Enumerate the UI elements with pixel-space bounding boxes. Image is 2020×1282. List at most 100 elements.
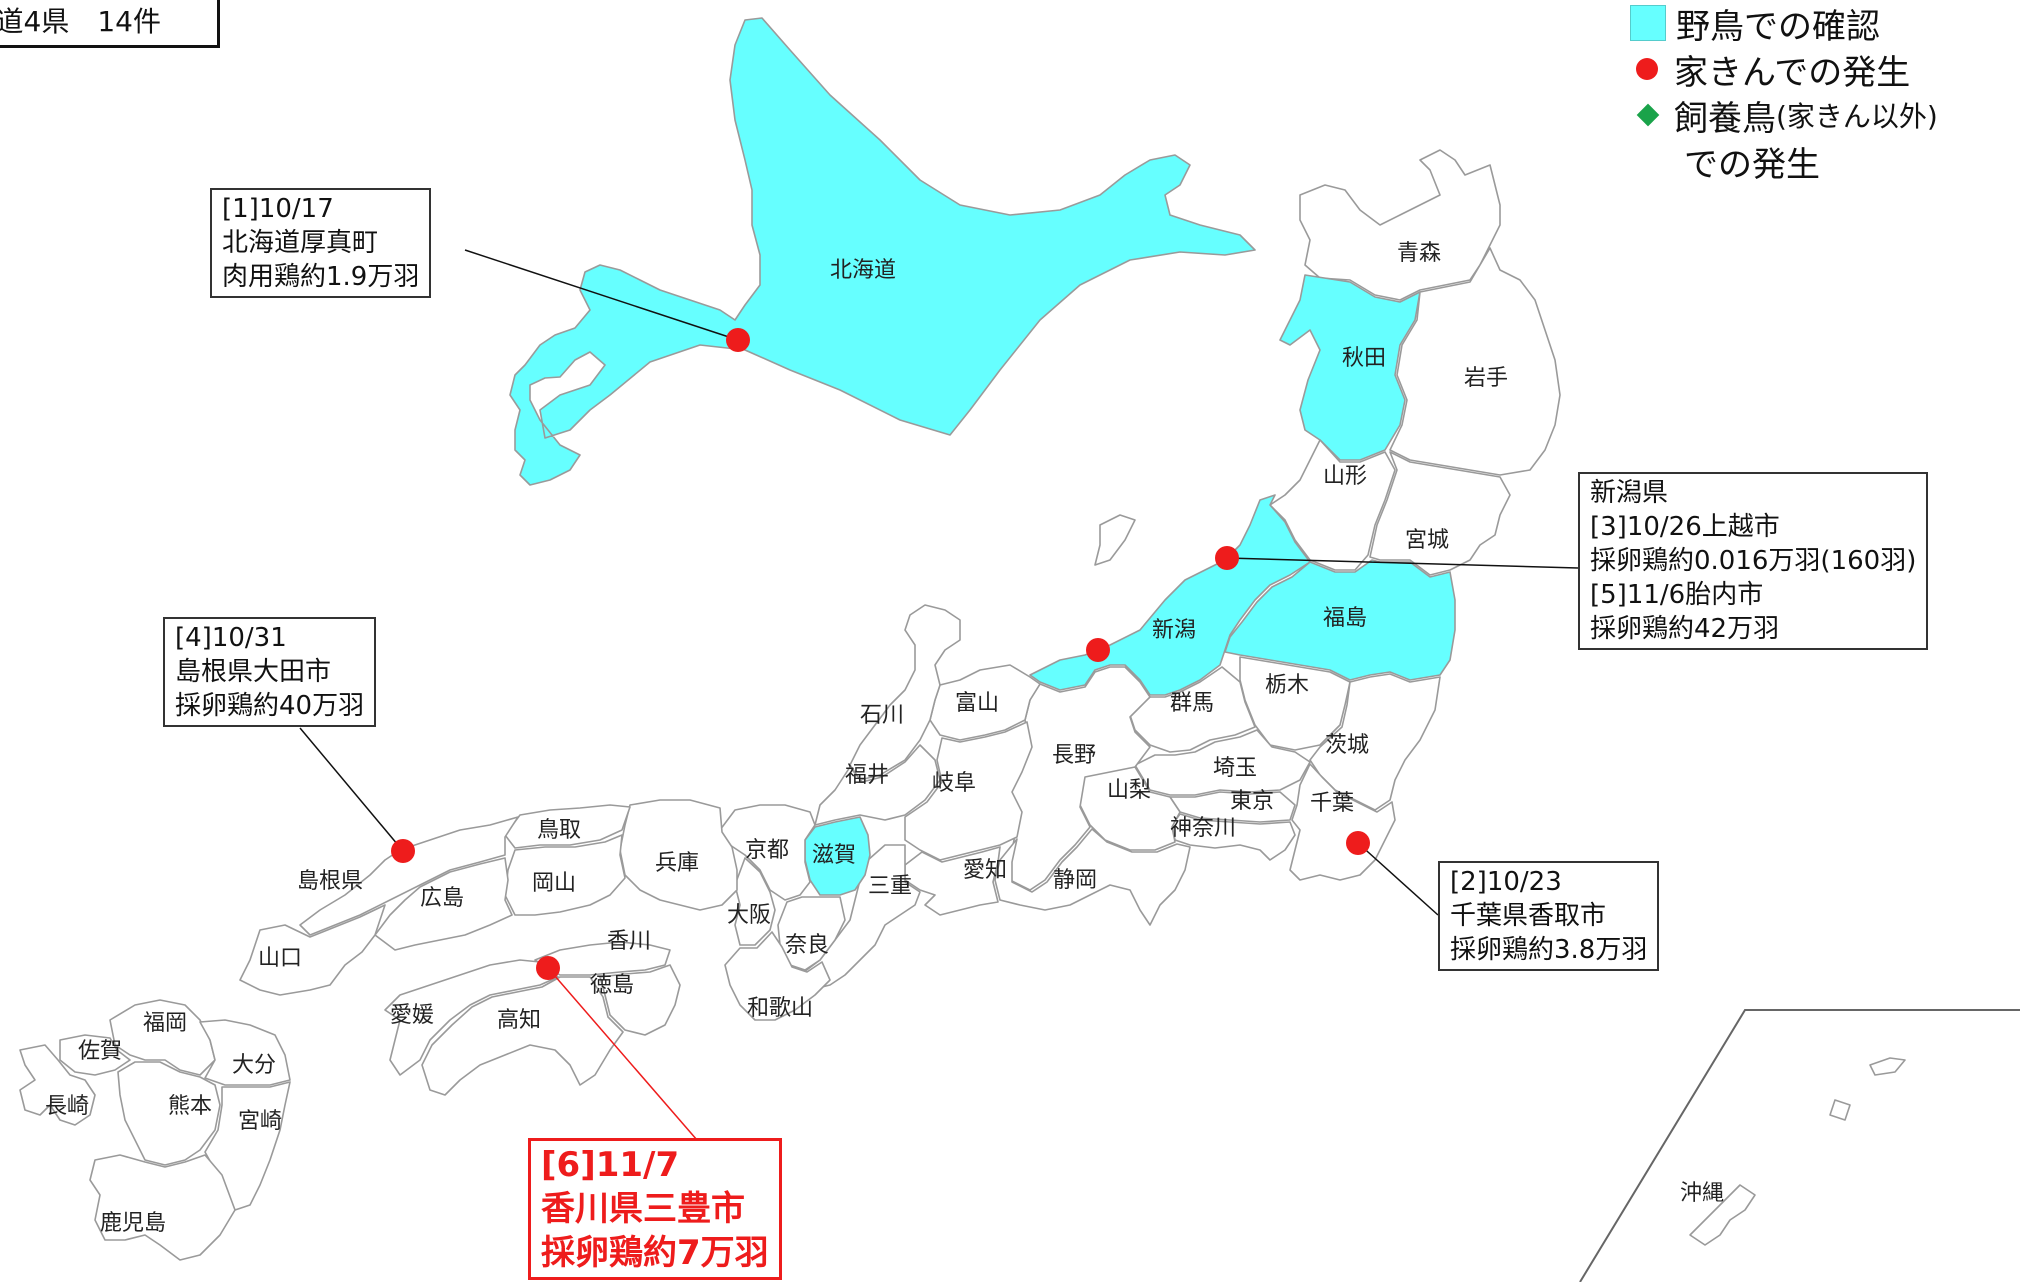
- pref-kagoshima[interactable]: [89, 1154, 236, 1261]
- pref-miyagi[interactable]: [1369, 451, 1511, 576]
- island-okinawa-south: [1829, 1099, 1851, 1121]
- label-akita: 秋田: [1342, 346, 1386, 371]
- leader-hokkaido: [464, 249, 739, 341]
- pref-chiba[interactable]: [1289, 763, 1396, 881]
- pref-fukui[interactable]: [814, 744, 941, 826]
- pref-osaka[interactable]: [734, 857, 776, 946]
- pref-okayama[interactable]: [504, 834, 626, 916]
- island-okinawa-north: [1869, 1057, 1906, 1076]
- pref-yamanashi[interactable]: [1079, 766, 1181, 851]
- outbreak-dot-hokkaido[interactable]: [726, 328, 750, 352]
- label-saga: 佐賀: [78, 1039, 122, 1064]
- pref-aomori[interactable]: [1299, 149, 1501, 301]
- outbreak-dot-chiba[interactable]: [1346, 831, 1370, 855]
- pref-kumamoto[interactable]: [117, 1061, 221, 1166]
- label-miyagi: 宮城: [1405, 528, 1449, 553]
- label-hyogo: 兵庫: [655, 851, 699, 876]
- label-wakayama: 和歌山: [747, 996, 813, 1021]
- pref-yamaguchi[interactable]: [239, 904, 386, 996]
- outbreak-dot-niigata-joetsu[interactable]: [1086, 638, 1110, 662]
- pref-kyoto[interactable]: [719, 804, 816, 901]
- label-aichi: 愛知: [963, 858, 1007, 883]
- callout-niigata: 新潟県 [3]10/26上越市 採卵鶏約0.016万羽(160羽) [5]11/…: [1578, 472, 1929, 650]
- pref-tokyo[interactable]: [1169, 791, 1296, 823]
- label-tottori: 鳥取: [537, 818, 581, 843]
- leader-niigata: [1226, 557, 1579, 569]
- red-dot-icon: [1636, 58, 1658, 80]
- legend-other-birds: 飼養鳥(家きん以外): [1630, 92, 1938, 139]
- summary-box: 道4県 14件: [0, 0, 220, 48]
- label-toyama: 富山: [955, 691, 999, 716]
- leader-kagawa: [547, 967, 698, 1141]
- legend-wild-bird: 野鳥での確認: [1630, 0, 1938, 47]
- label-kumamoto: 熊本: [168, 1094, 212, 1119]
- okinawa-inset-frame: [1579, 1009, 2020, 1282]
- label-ibaraki: 茨城: [1325, 733, 1369, 758]
- summary-text: 道4県 14件: [0, 5, 161, 38]
- pref-akita[interactable]: [1279, 274, 1421, 461]
- pref-iwate[interactable]: [1389, 247, 1561, 476]
- island-sado: [1094, 514, 1136, 566]
- legend-poultry: 家きんでの発生: [1630, 46, 1938, 93]
- label-aomori: 青森: [1397, 241, 1441, 266]
- leader-chiba: [1357, 842, 1439, 916]
- pref-aichi[interactable]: [904, 846, 1001, 916]
- label-yamagata: 山形: [1323, 464, 1367, 489]
- pref-nagasaki[interactable]: [19, 1044, 96, 1126]
- pref-shizuoka[interactable]: [994, 828, 1191, 926]
- label-kanagawa: 神奈川: [1170, 816, 1236, 841]
- pref-ehime[interactable]: [384, 959, 559, 1076]
- pref-okinawa[interactable]: [1689, 1184, 1756, 1246]
- label-tokushima: 徳島: [590, 973, 634, 998]
- label-nagasaki: 長崎: [45, 1094, 89, 1119]
- label-iwate: 岩手: [1464, 366, 1508, 391]
- pref-ibaraki[interactable]: [1309, 673, 1441, 811]
- pref-fukuoka[interactable]: [109, 999, 216, 1076]
- pref-mie[interactable]: [799, 844, 921, 991]
- label-shiga: 滋賀: [812, 843, 856, 868]
- label-yamaguchi: 山口: [258, 946, 302, 971]
- pref-yamagata[interactable]: [1269, 439, 1396, 571]
- label-ishikawa: 石川: [860, 703, 904, 728]
- label-gunma: 群馬: [1170, 691, 1214, 716]
- label-gifu: 岐阜: [932, 771, 976, 796]
- label-okinawa: 沖縄: [1680, 1181, 1724, 1206]
- pref-gifu[interactable]: [904, 721, 1033, 861]
- pref-saitama[interactable]: [1134, 729, 1311, 796]
- pref-tottori[interactable]: [504, 804, 631, 849]
- leader-shimane: [299, 727, 404, 852]
- pref-shimane[interactable]: [299, 816, 519, 936]
- outbreak-dot-shimane[interactable]: [391, 839, 415, 863]
- label-tokyo: 東京: [1230, 789, 1274, 814]
- label-mie: 三重: [868, 874, 912, 899]
- pref-kanagawa[interactable]: [1171, 813, 1296, 861]
- pref-wakayama[interactable]: [724, 931, 831, 1021]
- label-chiba: 千葉: [1310, 791, 1354, 816]
- pref-nara[interactable]: [777, 896, 846, 971]
- label-kagawa: 香川: [607, 929, 651, 954]
- label-hokkaido: 北海道: [830, 258, 896, 283]
- pref-niigata[interactable]: [1029, 494, 1311, 696]
- label-fukuoka: 福岡: [143, 1011, 187, 1036]
- label-shizuoka: 静岡: [1053, 868, 1097, 893]
- label-niigata: 新潟: [1152, 618, 1196, 643]
- pref-saga[interactable]: [59, 1034, 131, 1076]
- outbreak-dot-kagawa[interactable]: [536, 956, 560, 980]
- label-fukushima: 福島: [1323, 606, 1367, 631]
- label-miyazaki: 宮崎: [238, 1109, 282, 1134]
- label-saitama: 埼玉: [1213, 756, 1257, 781]
- pref-kagawa[interactable]: [534, 941, 671, 976]
- label-ehime: 愛媛: [390, 1003, 434, 1028]
- outbreak-dot-niigata-tainai[interactable]: [1215, 546, 1239, 570]
- label-nara: 奈良: [785, 933, 829, 958]
- pref-toyama[interactable]: [929, 664, 1041, 741]
- label-okayama: 岡山: [532, 871, 576, 896]
- pref-hokkaido[interactable]: [509, 17, 1256, 486]
- wild-bird-swatch-icon: [1630, 5, 1666, 41]
- pref-tokushima[interactable]: [599, 964, 681, 1036]
- pref-miyazaki[interactable]: [204, 1081, 291, 1211]
- pref-oita[interactable]: [199, 1019, 291, 1086]
- pref-hiroshima[interactable]: [374, 857, 513, 951]
- label-nagano: 長野: [1052, 743, 1096, 768]
